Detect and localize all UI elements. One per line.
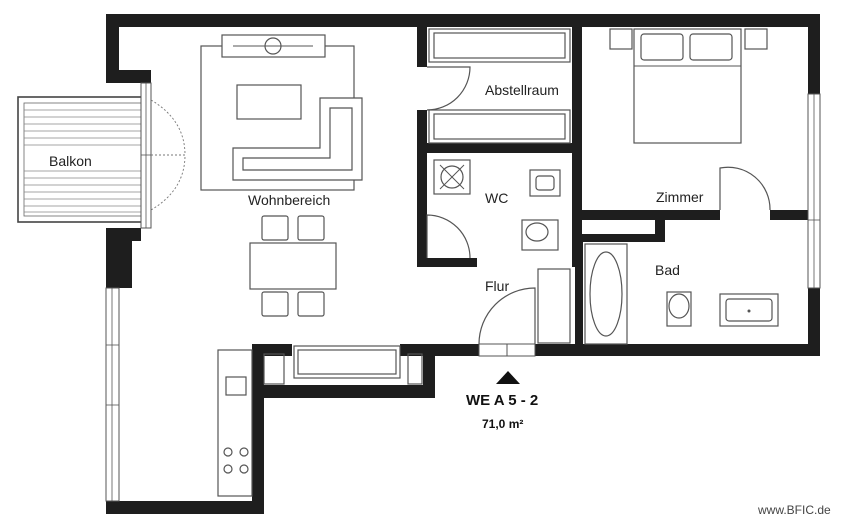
hallway-fixtures <box>478 268 571 357</box>
balcony <box>17 96 150 223</box>
watermark: www.BFIC.de <box>757 503 831 517</box>
balcony-decking <box>24 109 143 213</box>
wc-fixtures <box>426 159 561 259</box>
room-labels: Balkon Wohnbereich Abstellraum Zimmer WC… <box>49 82 704 294</box>
label-flur: Flur <box>485 278 509 294</box>
bath-fixtures <box>584 243 779 345</box>
label-zimmer: Zimmer <box>656 189 704 205</box>
entrance-marker-icon <box>496 371 520 384</box>
label-wc: WC <box>485 190 508 206</box>
storage-furniture <box>426 28 571 144</box>
balcony-door-swing <box>150 99 186 211</box>
label-balkon: Balkon <box>49 153 92 169</box>
living-furniture <box>200 34 423 497</box>
label-bad: Bad <box>655 262 680 278</box>
bedroom-furniture <box>609 28 771 211</box>
windows <box>105 82 821 502</box>
unit-name: WE A 5 - 2 <box>466 392 538 409</box>
unit-area: 71,0 m² <box>482 417 523 431</box>
label-abstellraum: Abstellraum <box>485 82 559 98</box>
label-wohnbereich: Wohnbereich <box>248 192 330 208</box>
